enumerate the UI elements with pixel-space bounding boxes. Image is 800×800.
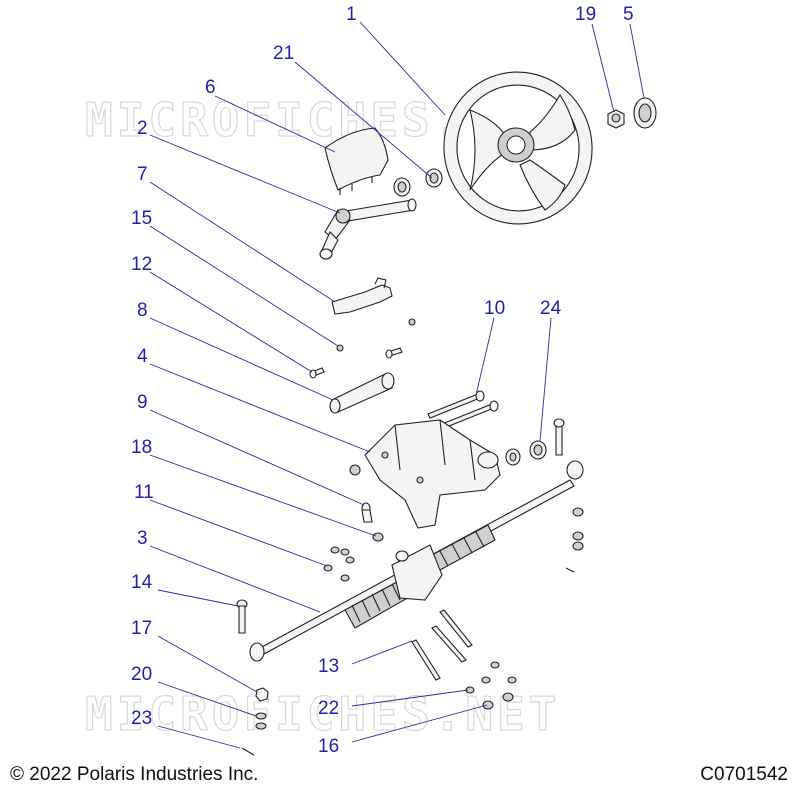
watermark-bottom: MICROFICHES.NET	[85, 687, 560, 741]
nut-18[interactable]	[372, 532, 384, 542]
bushing-upper[interactable]	[393, 177, 411, 197]
callout-12: 12	[131, 254, 152, 275]
callout-13: 13	[318, 656, 339, 677]
callout-3: 3	[137, 528, 148, 549]
callout-10: 10	[484, 298, 505, 319]
callout-16: 16	[318, 736, 339, 757]
bracket-bushing-left[interactable]	[349, 464, 361, 476]
callout-22: 22	[318, 698, 339, 719]
callout-15: 15	[131, 208, 152, 229]
bolts-13[interactable]	[411, 609, 473, 681]
hardware-right[interactable]	[565, 507, 584, 573]
bushing-21[interactable]	[425, 168, 443, 188]
callout-20: 20	[131, 664, 152, 685]
callout-14: 14	[131, 572, 153, 593]
drawing-code: C0701542	[700, 764, 788, 785]
callout-8: 8	[137, 300, 148, 321]
callout-4: 4	[137, 346, 148, 367]
column-sleeve[interactable]	[329, 372, 395, 414]
callout-18: 18	[131, 437, 152, 458]
steering-wheel-cap[interactable]	[633, 97, 657, 129]
steering-wheel[interactable]	[432, 60, 604, 235]
steering-wheel-nut[interactable]	[607, 109, 625, 129]
callout-6: 6	[205, 77, 216, 98]
callout-9: 9	[137, 392, 148, 413]
steering-rack[interactable]	[249, 460, 584, 662]
screw-upper[interactable]	[385, 347, 403, 359]
column-shroud[interactable]	[324, 127, 389, 195]
hardware-lower-right[interactable]	[481, 661, 517, 702]
callout-7: 7	[137, 164, 148, 185]
column-bracket[interactable]	[331, 277, 393, 315]
callout-21: 21	[273, 43, 294, 64]
callout-1: 1	[346, 4, 357, 25]
nut-upper[interactable]	[408, 318, 416, 326]
callout-17: 17	[131, 618, 152, 639]
bracket-washer-a[interactable]	[505, 448, 521, 466]
hardware-11[interactable]	[323, 546, 355, 582]
nut-16[interactable]	[482, 700, 494, 710]
callout-2: 2	[137, 118, 148, 139]
nut-17[interactable]	[255, 687, 269, 702]
callout-19: 19	[575, 4, 596, 25]
callouts: 1 21 6 2 7 15 12 8 4 9 18 11 3 14 17 20 …	[131, 4, 634, 757]
callout-11: 11	[134, 482, 154, 503]
copyright-notice: © 2022 Polaris Industries Inc.	[10, 764, 259, 785]
screw-12[interactable]	[309, 367, 325, 379]
bolt-9[interactable]	[361, 502, 373, 523]
leader-lines	[149, 21, 645, 749]
mounting-bracket[interactable]	[364, 419, 501, 529]
steering-shaft[interactable]	[319, 198, 417, 260]
washer-24[interactable]	[529, 440, 547, 460]
cotter-pin[interactable]	[241, 747, 255, 756]
bolt-24[interactable]	[553, 418, 565, 456]
bolt-14[interactable]	[236, 599, 248, 634]
callout-24: 24	[540, 298, 562, 319]
callout-5: 5	[623, 4, 634, 25]
callout-23: 23	[131, 708, 152, 729]
nut-15[interactable]	[336, 344, 344, 352]
